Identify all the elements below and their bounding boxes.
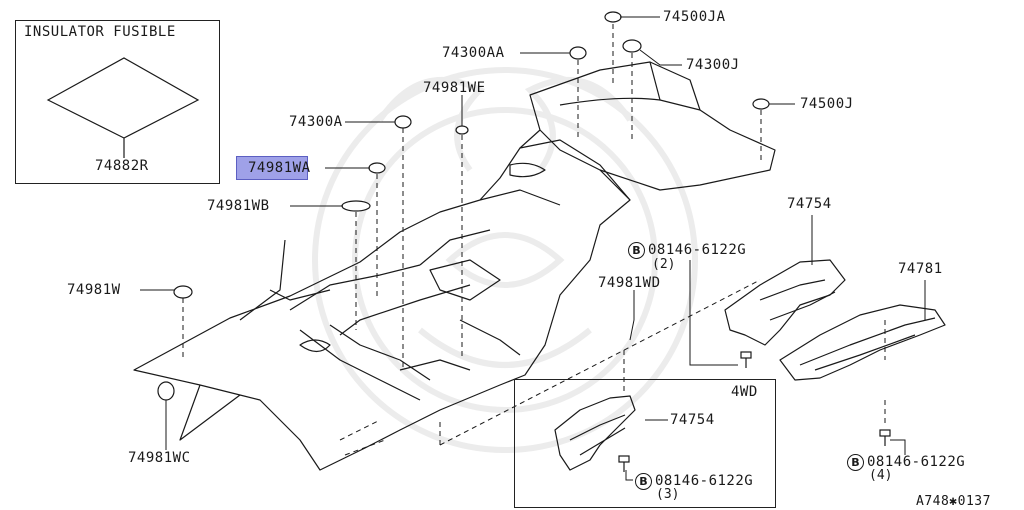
part-label-74981WA-highlighted: 74981	[248, 160, 293, 176]
bolt-qty-4wd: (3)	[656, 487, 680, 502]
part-label-74300J[interactable]: 74300J	[686, 57, 740, 73]
plug-drawings	[157, 11, 770, 401]
part-label-74882R: 74882R	[95, 158, 149, 174]
part-label-74981WC[interactable]: 74981WC	[128, 450, 191, 466]
part-label-74300A[interactable]: 74300A	[289, 114, 343, 130]
heat-insulator-drawings	[554, 259, 946, 471]
4wd-inset-box	[514, 379, 776, 508]
bolt-qty-right: (4)	[869, 468, 893, 483]
bolt-label-4wd[interactable]: 08146-6122G	[655, 473, 754, 489]
part-label-74981WD[interactable]: 74981WD	[598, 275, 661, 291]
part-label-74981WE[interactable]: 74981WE	[423, 80, 486, 96]
4wd-title: 4WD	[731, 384, 758, 400]
floor-panel-drawing	[133, 139, 631, 471]
diagram-code: A748✱0137	[916, 494, 991, 509]
inset-title: INSULATOR FUSIBLE	[24, 24, 176, 40]
highlight-selection	[236, 156, 308, 180]
part-label-74981WB[interactable]: 74981WB	[207, 198, 270, 214]
dashed-reference-lines	[165, 24, 886, 456]
part-label-74981WA-suffix: WA	[292, 160, 311, 176]
bolt-qty-top: (2)	[652, 257, 676, 272]
bolt-label-top[interactable]: 08146-6122G	[648, 242, 747, 258]
bolt-symbol-b-top: B	[628, 242, 645, 259]
bolt-symbol-b-4wd: B	[635, 473, 652, 490]
part-label-74781[interactable]: 74781	[898, 261, 943, 277]
bolt-label-right[interactable]: 08146-6122G	[867, 454, 966, 470]
rear-floor-drawing	[519, 61, 776, 201]
part-label-74754-top[interactable]: 74754	[787, 196, 832, 212]
insulator-sheet-drawing	[46, 57, 200, 158]
part-label-74500JA[interactable]: 74500JA	[663, 9, 726, 25]
part-label-74500J[interactable]: 74500J	[800, 96, 854, 112]
part-label-74981WA[interactable]: 74981WA	[248, 160, 311, 176]
bolt-drawings	[618, 351, 891, 472]
watermark-emblem	[312, 67, 698, 453]
insulator-fusible-inset-box	[15, 20, 220, 184]
part-label-74300AA[interactable]: 74300AA	[442, 45, 505, 61]
leader-lines	[140, 16, 926, 481]
part-label-74754-4wd[interactable]: 74754	[670, 412, 715, 428]
part-label-74981W[interactable]: 74981W	[67, 282, 121, 298]
bolt-symbol-b-right: B	[847, 454, 864, 471]
